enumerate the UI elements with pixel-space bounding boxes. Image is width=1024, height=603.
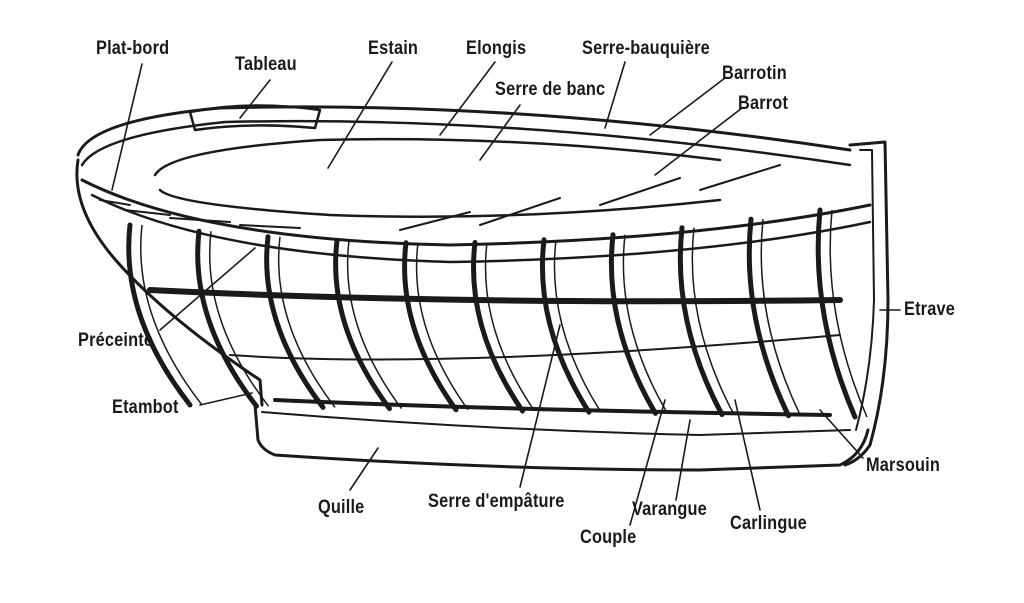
deck-beams bbox=[99, 164, 781, 231]
stem bbox=[843, 140, 890, 467]
frame-rib-edge bbox=[484, 242, 536, 412]
frame-rib-edge bbox=[553, 239, 602, 413]
keelson bbox=[273, 398, 832, 417]
frame-rib-edge bbox=[208, 231, 270, 407]
stringer-low bbox=[229, 334, 841, 361]
transom bbox=[188, 104, 322, 132]
frame-rib-edge bbox=[760, 219, 802, 417]
label-serre-de-banc: Serre de banc bbox=[495, 79, 606, 100]
frame-rib bbox=[746, 216, 791, 419]
frame-rib bbox=[264, 234, 326, 410]
gunwale-inner bbox=[80, 119, 852, 167]
keel-top bbox=[261, 411, 851, 436]
frame-rib bbox=[539, 237, 592, 415]
label-serre-empature: Serre d'empâture bbox=[428, 491, 565, 512]
gunwale-outer bbox=[76, 105, 852, 157]
frame-rib-edge bbox=[622, 234, 669, 414]
frame-rib-edge bbox=[346, 240, 403, 410]
keel bbox=[253, 403, 870, 472]
sheer-strake bbox=[80, 178, 872, 247]
frame-rib-edge bbox=[277, 236, 336, 408]
frame-rib bbox=[677, 225, 725, 418]
frame-rib-edge bbox=[691, 227, 735, 415]
frames bbox=[126, 207, 868, 420]
frame-rib bbox=[126, 222, 193, 408]
label-estain: Estain bbox=[368, 38, 419, 59]
label-couple: Couple bbox=[580, 527, 637, 548]
label-carlingue: Carlingue bbox=[730, 513, 807, 534]
label-plat-bord: Plat-bord bbox=[96, 38, 170, 59]
frame-rib bbox=[402, 240, 459, 413]
label-tableau: Tableau bbox=[235, 54, 297, 75]
label-barrot: Barrot bbox=[738, 93, 789, 114]
label-preceinte: Préceinte bbox=[78, 330, 154, 351]
sheer-strake-lower bbox=[90, 193, 872, 264]
stringer bbox=[147, 287, 843, 305]
label-barrotin: Barrotin bbox=[722, 63, 787, 84]
label-elongis: Elongis bbox=[466, 38, 527, 59]
leader-lines bbox=[111, 61, 901, 526]
frame-rib bbox=[333, 238, 392, 412]
label-etrave: Etrave bbox=[904, 299, 955, 320]
inner-ring bbox=[153, 137, 722, 218]
frame-rib bbox=[195, 228, 259, 409]
frame-rib-edge bbox=[829, 209, 868, 418]
frame-rib-edge bbox=[415, 242, 469, 411]
frame-rib bbox=[471, 240, 525, 414]
frame-rib bbox=[608, 232, 658, 416]
stem-inner bbox=[855, 149, 875, 431]
frame-rib bbox=[815, 207, 858, 420]
hull-outline bbox=[75, 158, 264, 407]
label-etambot: Etambot bbox=[112, 397, 179, 418]
label-marsouin: Marsouin bbox=[866, 455, 941, 476]
frame-rib-edge bbox=[140, 224, 203, 406]
label-varangue: Varangue bbox=[632, 499, 707, 520]
label-serre-bauquiere: Serre-bauquière bbox=[582, 38, 710, 59]
label-quille: Quille bbox=[318, 497, 365, 518]
